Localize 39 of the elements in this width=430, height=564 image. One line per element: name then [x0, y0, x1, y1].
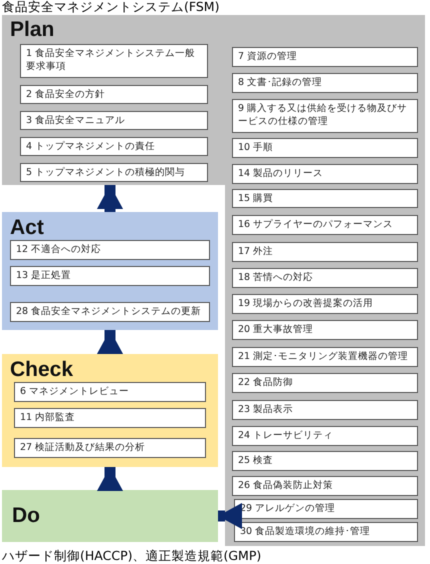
item-box: 6 マネジメントレビュー — [14, 382, 206, 402]
item-box: 21 測定･モニタリング装置機器の管理 — [232, 347, 418, 367]
arrow — [96, 185, 124, 212]
item-box: 13 是正処置 — [10, 266, 210, 286]
item-box: 24 トレーサビリティ — [232, 426, 418, 446]
arrow — [96, 330, 124, 354]
item-box: 12 不適合への対応 — [10, 240, 210, 260]
item-box: 11 内部監査 — [14, 408, 206, 428]
item-box: 19 現場からの改善提案の活用 — [232, 294, 418, 314]
item-box: 28 食品安全マネジメントシステムの更新 — [10, 302, 210, 322]
item-box: 8 文書･記録の管理 — [232, 73, 418, 93]
item-box: 17 外注 — [232, 242, 418, 262]
item-box: 1 食品安全マネジメントシステム一般要求事項 — [20, 44, 208, 78]
item-box: 15 購買 — [232, 189, 418, 208]
diagram-caption: ハザード制御(HACCP)、適正製造規範(GMP) — [2, 548, 262, 564]
item-box: 20 重大事故管理 — [232, 320, 418, 340]
item-box: 2 食品安全の方針 — [20, 85, 208, 104]
item-box: 4 トップマネジメントの責任 — [20, 137, 208, 156]
panel-heading: Do — [12, 504, 40, 528]
item-box: 22 食品防御 — [232, 373, 418, 393]
item-box: 23 製品表示 — [232, 400, 418, 420]
panel-heading: Plan — [10, 18, 54, 42]
item-box: 30 食品製造環境の維持･管理 — [234, 522, 418, 542]
arrow — [218, 502, 242, 530]
item-box: 5 トップマネジメントの積極的関与 — [20, 163, 208, 182]
panel-heading: Act — [10, 216, 44, 240]
item-box: 7 資源の管理 — [232, 47, 418, 67]
item-box: 16 サプライヤーのパフォーマンス — [232, 215, 418, 235]
item-box: 14 製品のリリース — [232, 164, 418, 184]
item-box: 26 食品偽装防止対策 — [232, 476, 418, 496]
item-box: 18 苦情への対応 — [232, 268, 418, 288]
diagram-title: 食品安全マネジメントシステム(FSM) — [2, 0, 220, 16]
item-box: 9 購入する又は供給を受ける物及びサービスの仕様の管理 — [232, 99, 418, 133]
item-box: 25 検査 — [232, 451, 418, 471]
item-box: 3 食品安全マニュアル — [20, 111, 208, 130]
panel-heading: Check — [10, 358, 74, 382]
item-box: 10 手順 — [232, 138, 418, 158]
arrow — [96, 467, 124, 492]
item-box: 27 検証活動及び結果の分析 — [14, 438, 206, 458]
